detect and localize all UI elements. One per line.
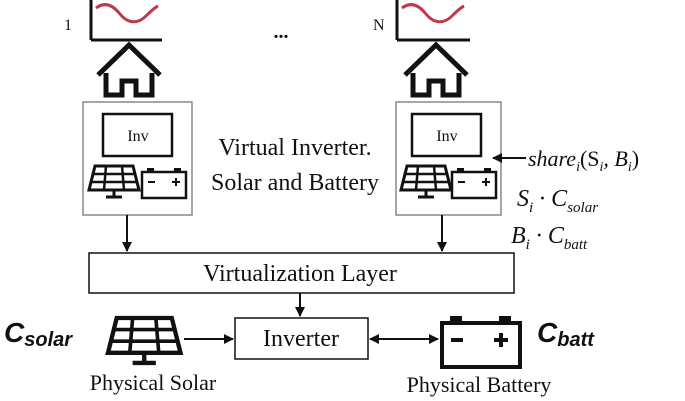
physical-solar-label: Physical Solar	[90, 370, 217, 395]
ellipsis: ...	[274, 21, 289, 43]
virtual-unit-1-battery-icon	[140, 166, 188, 200]
inverter-label: Inverter	[263, 326, 339, 352]
c-solar-label: Csolar	[4, 317, 73, 351]
house-n-load-chart	[395, 0, 470, 42]
battery-share-term: Bi · Cbatt	[511, 223, 588, 253]
house-n-index: N	[373, 17, 385, 34]
virtual-unit-1-inv-label: Inv	[127, 128, 148, 145]
c-batt-label: Cbatt	[537, 317, 595, 351]
virtual-unit-n-battery-icon	[450, 166, 498, 200]
virtual-unit-1-box	[82, 101, 193, 216]
house-n-load-curve	[401, 3, 465, 24]
virtual-unit-n-inv-label: Inv	[436, 128, 457, 145]
virtual-unit-n-solar-icon	[399, 164, 453, 199]
house-1-icon	[98, 45, 160, 95]
virtual-unit-n-inv-box	[410, 112, 483, 158]
house-n-icon	[405, 45, 467, 95]
inverter-box	[234, 317, 369, 360]
virtualization-layer-label: Virtualization Layer	[203, 261, 397, 287]
physical-battery-label: Physical Battery	[407, 372, 552, 397]
virtual-inverter-caption-line1: Virtual Inverter.	[218, 135, 371, 161]
house-1-index: 1	[64, 17, 72, 34]
virtual-unit-1-solar-icon	[87, 164, 141, 199]
house-1-load-curve	[95, 3, 159, 24]
house-1-load-chart	[89, 0, 162, 42]
share-function-label: sharei(Si, Bi)	[528, 146, 639, 175]
physical-battery-icon	[440, 316, 522, 369]
virtual-inverter-caption-line2: Solar and Battery	[211, 170, 379, 196]
virtualization-layer-box	[88, 252, 515, 294]
virtual-unit-1-inv-box	[101, 112, 174, 158]
solar-share-term: Si · Csolar	[517, 186, 598, 216]
physical-solar-icon	[108, 318, 181, 363]
